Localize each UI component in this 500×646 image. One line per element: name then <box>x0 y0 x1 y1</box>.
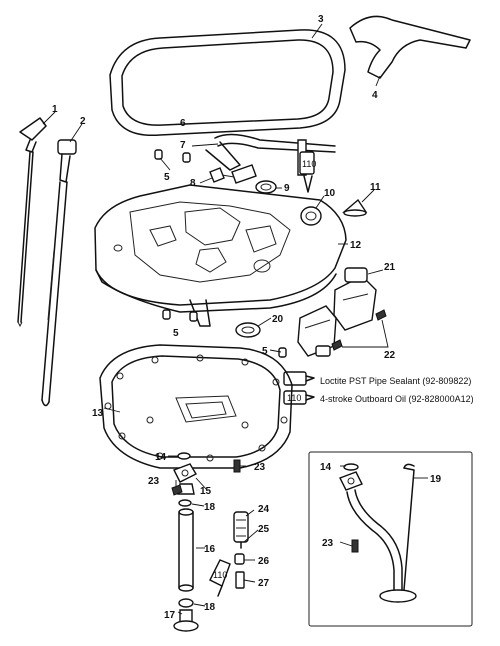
part-14-oring <box>177 452 191 460</box>
part-11-cap <box>342 198 368 217</box>
callout-13: 13 <box>92 408 104 419</box>
tube-mark-c: 110 <box>213 570 227 580</box>
callout-15: 15 <box>200 486 212 497</box>
part-5-6-plugs <box>154 149 191 163</box>
part-10-bushing <box>300 206 322 226</box>
callout-22: 22 <box>384 350 396 361</box>
tube-mark-a: 110 <box>302 159 316 169</box>
legend-sealant-text: Loctite PST Pipe Sealant (92-809822) <box>320 376 471 386</box>
part-26-cap <box>234 553 245 565</box>
callout-5-b: 5 <box>173 328 179 339</box>
part-21-adapter <box>297 267 377 357</box>
callout-14-detail: 14 <box>320 462 332 473</box>
legend-tube-oil: 110 <box>283 390 315 405</box>
tube-mark-b: 110 <box>287 393 301 403</box>
callout-1: 1 <box>52 104 58 115</box>
part-23-bolts <box>171 459 241 496</box>
callout-16: 16 <box>204 544 216 555</box>
callout-25: 25 <box>258 524 270 535</box>
part-17-pickup <box>173 609 199 632</box>
legend-oil-text: 4-stroke Outboard Oil (92-828000A12) <box>320 394 474 404</box>
leader-lines <box>42 23 428 615</box>
part-5-plugs-lower <box>162 309 287 358</box>
callout-27: 27 <box>258 578 270 589</box>
part-3-seal <box>109 29 346 137</box>
part-8-fitting <box>209 164 257 184</box>
callout-10: 10 <box>324 188 336 199</box>
callout-11: 11 <box>370 182 381 193</box>
callout-4: 4 <box>372 90 378 101</box>
part-20-seal <box>235 322 261 338</box>
callout-20: 20 <box>272 314 284 325</box>
callout-19: 19 <box>430 474 442 485</box>
callout-7: 7 <box>180 140 186 151</box>
part-4-bracket <box>349 15 471 79</box>
detail-box <box>308 451 473 627</box>
callout-23-detail: 23 <box>322 538 334 549</box>
part-16-pipe <box>178 508 194 592</box>
legend-tube-sealant <box>283 371 315 386</box>
part-27-screw <box>235 571 245 589</box>
callout-numbers: 1 2 3 4 5 5 5 6 7 8 9 10 11 12 13 14 14 … <box>52 14 442 621</box>
callout-18-a: 18 <box>204 502 216 513</box>
callout-18-b: 18 <box>204 602 216 613</box>
callout-5-c: 5 <box>262 346 268 357</box>
part-18-oring <box>178 499 194 608</box>
part-15-fitting <box>173 463 197 495</box>
gasket-bolt-holes <box>104 354 288 462</box>
callout-21: 21 <box>384 262 396 273</box>
callout-14: 14 <box>155 452 167 463</box>
callout-2: 2 <box>80 116 86 127</box>
part-9-grommet <box>255 180 277 194</box>
callout-24: 24 <box>258 504 270 515</box>
callout-12: 12 <box>350 240 362 251</box>
part-12-adapter-plate <box>94 184 347 327</box>
callout-6: 6 <box>180 118 186 129</box>
part-25-sealant-tube: 110 <box>209 559 231 597</box>
part-24-sensor <box>233 511 249 549</box>
part-13-gasket <box>99 344 293 469</box>
callout-5-a: 5 <box>164 172 170 183</box>
part-22-bolts <box>331 309 389 351</box>
callout-17: 17 <box>164 610 176 621</box>
part-1-dipstick <box>17 117 47 328</box>
callout-9: 9 <box>284 183 290 194</box>
part-2-tube <box>41 139 77 407</box>
part-7-hose: 110 <box>205 133 336 193</box>
callout-23-a: 23 <box>148 476 160 487</box>
callout-23-b: 23 <box>254 462 266 473</box>
callout-3: 3 <box>318 14 324 25</box>
callout-26: 26 <box>258 556 270 567</box>
callout-8: 8 <box>190 178 196 189</box>
